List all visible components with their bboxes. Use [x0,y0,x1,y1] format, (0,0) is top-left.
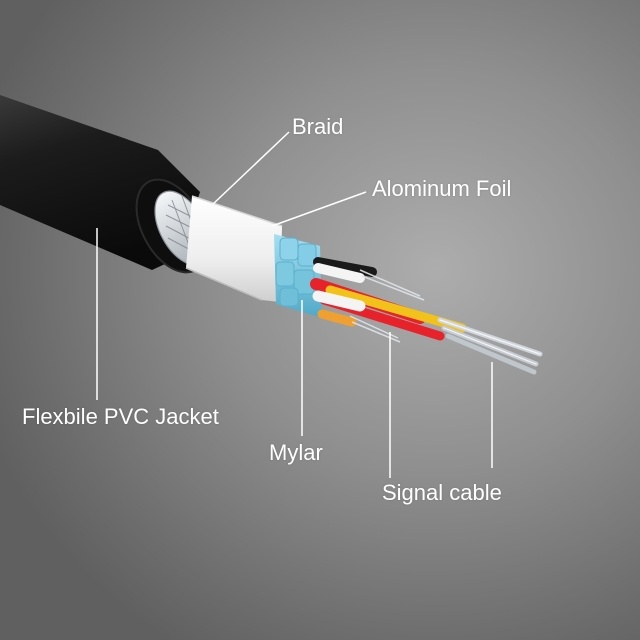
label-signal-cable: Signal cable [382,480,502,505]
leader-lines [96,131,493,478]
leader-line-foil [271,191,367,227]
signal-conductors [437,317,543,375]
drain-strands [349,269,425,343]
leader-line-braid [211,131,290,206]
inner-wires [310,257,467,341]
label-braid: Braid [292,114,344,139]
mylar-segment [297,243,317,267]
mylar-segment [279,287,299,307]
mylar-segment [275,261,295,287]
label-aluminum-foil: Alominum Foil [372,176,512,201]
label-mylar: Mylar [269,440,323,465]
mylar-segment [279,237,299,261]
label-pvc-jacket: Flexbile PVC Jacket [22,404,219,429]
aluminum-foil [186,196,282,302]
